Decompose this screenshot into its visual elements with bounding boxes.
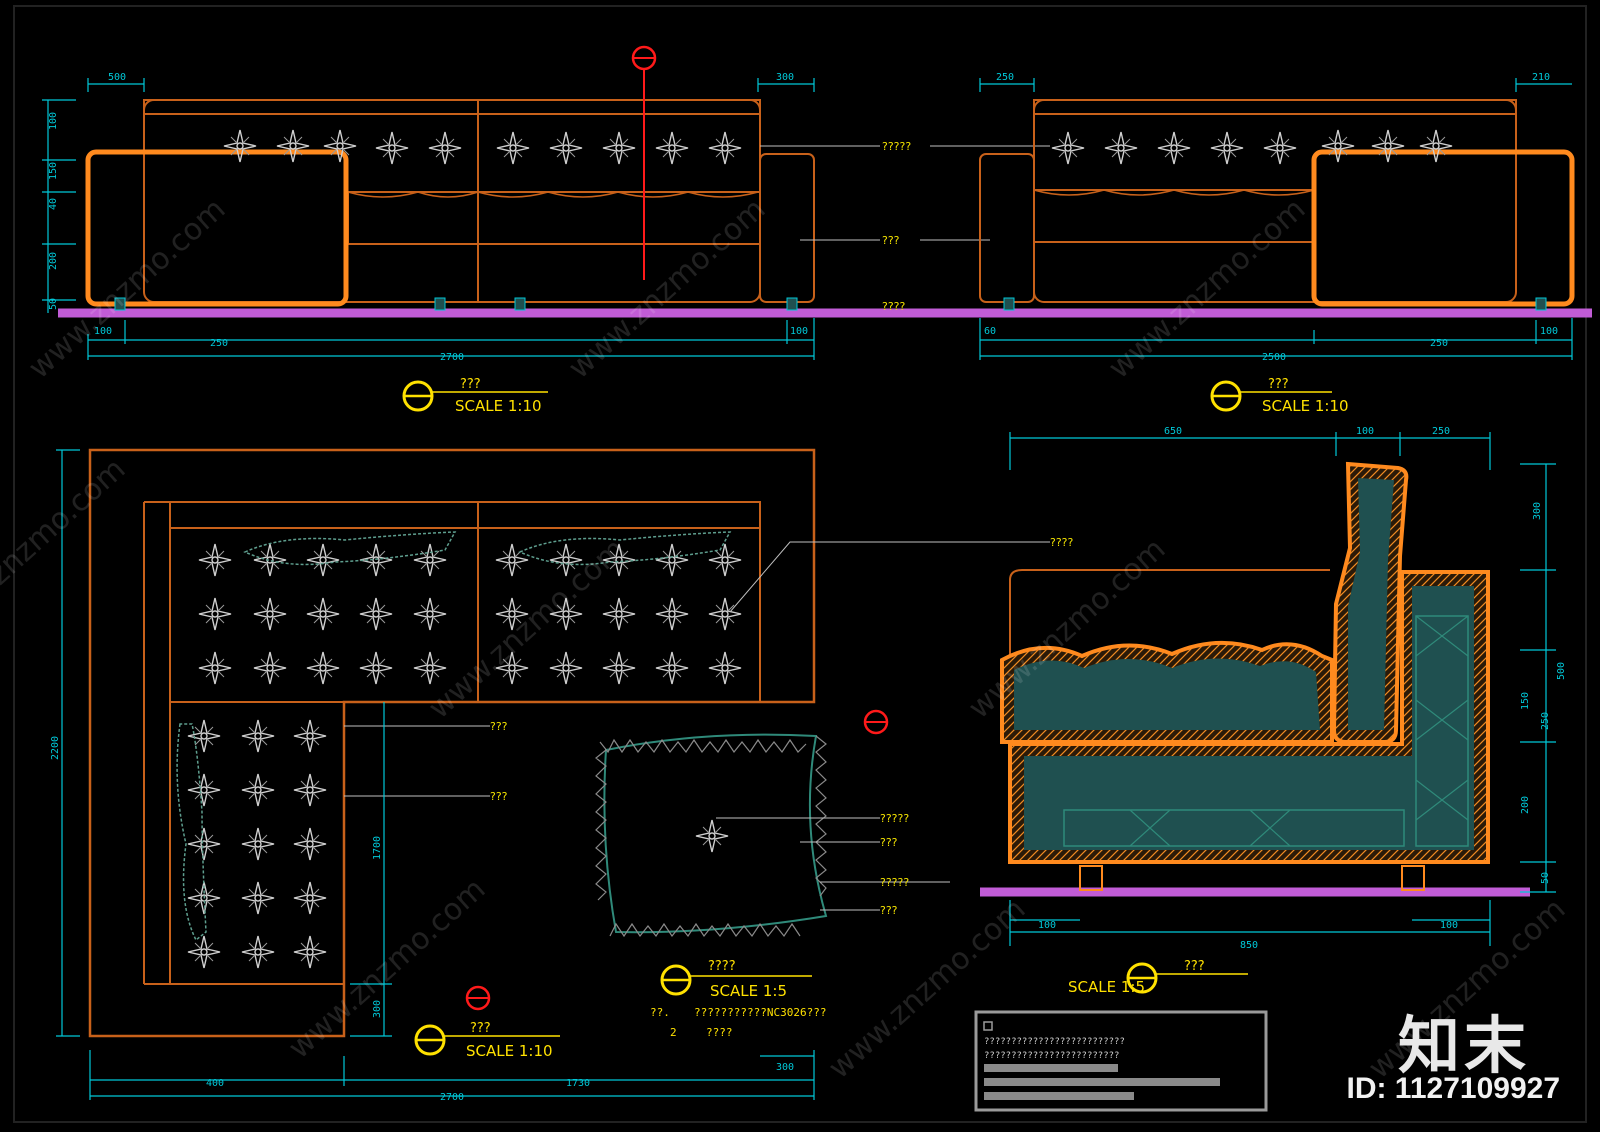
cushion-note: ???? [706, 1026, 733, 1039]
front-left-elevation: 500 300 100 150 40 200 50 100 250 100 27… [42, 45, 1592, 415]
view-title: ??? [1268, 377, 1289, 392]
dim-label: 2200 [50, 736, 61, 760]
view-title-plan: ??? SCALE 1:10 [414, 1021, 560, 1060]
front-right-elevation: 250 210 60 250 100 2500 ??? SCALE 1:10 [979, 72, 1575, 415]
watermark-id: ID: 1127109927 [1346, 1072, 1560, 1105]
dim-label: 250 [1432, 426, 1450, 437]
dim-label: 100 [1440, 920, 1458, 931]
view-scale: SCALE 1:5 [1068, 978, 1145, 996]
dim-label: 650 [1164, 426, 1182, 437]
dim-label: 250 [996, 72, 1014, 83]
view-scale: SCALE 1:10 [455, 397, 542, 415]
watermark-text: www.znzmo.com [0, 452, 132, 646]
dim-label: 100 [1038, 920, 1056, 931]
dim-total: 2500 [1262, 352, 1286, 363]
callout-label: ??? [490, 720, 508, 733]
tufting-row [1051, 129, 1453, 165]
callout-label: ????? [880, 876, 909, 889]
view-scale: SCALE 1:10 [466, 1042, 553, 1060]
sofa-leg [1079, 865, 1103, 891]
view-title: ??? [470, 1021, 491, 1036]
dim-label: 300 [776, 1062, 794, 1073]
watermark-logo: 知末 [1397, 1009, 1530, 1082]
view-title: ??? [1184, 959, 1205, 974]
dim-label: 1730 [566, 1078, 590, 1089]
dim-label: 100 [790, 326, 808, 337]
cushion-note: 2 [670, 1026, 677, 1039]
dim-label: 100 [1356, 426, 1374, 437]
callout-label: ????? [880, 812, 909, 825]
dim-label: 100 [48, 112, 59, 130]
dim-label: 250 [1540, 712, 1551, 730]
watermark-text: www.znzmo.com [22, 192, 232, 386]
dim-label: 400 [206, 1078, 224, 1089]
view-title: ???? [708, 959, 736, 974]
sheet-border [13, 5, 1587, 1123]
watermark-text: www.znzmo.com [562, 192, 772, 386]
dim-total: 2700 [440, 352, 464, 363]
tufting-row [223, 129, 742, 165]
view-title: ??? [460, 377, 481, 392]
title-block: ?????????????????????????? ?????????????… [974, 1010, 1268, 1112]
title-block-row: ?????????????????????????? [984, 1037, 1125, 1047]
sofa-arm-left [85, 149, 349, 307]
pillow [518, 531, 732, 566]
title-block-row: ????????????????????????? [984, 1051, 1119, 1061]
plan-view: ???? ??? ??? 2200 1700 300 400 1730 300 … [50, 448, 1074, 1103]
view-title-front-left: ??? SCALE 1:10 [402, 377, 548, 415]
dim-label: 100 [1540, 326, 1558, 337]
dim-label: 50 [48, 298, 59, 310]
callout-label: ???? [1050, 536, 1074, 549]
callout-label: ???? [882, 300, 906, 313]
dim-label: 50 [1540, 872, 1551, 884]
pillow [243, 531, 457, 566]
callout-label: ??? [880, 836, 898, 849]
dim-label: 200 [1520, 796, 1531, 814]
dim-label: 250 [1430, 338, 1448, 349]
dim-label: 210 [1532, 72, 1550, 83]
dim-label: 300 [776, 72, 794, 83]
cushion-detail: ????? ??? ????? ??? ???? SCALE 1:5 ??. ?… [595, 709, 950, 1039]
view-scale: SCALE 1:10 [1262, 397, 1349, 415]
dim-label: 200 [48, 252, 59, 270]
callout-label: ??? [880, 904, 898, 917]
dim-total: 2700 [440, 1092, 464, 1103]
cushion-note: ??. [650, 1006, 670, 1019]
dim-label: 60 [984, 326, 996, 337]
dim-label: 300 [372, 1000, 383, 1018]
dim-label: 500 [1556, 662, 1567, 680]
sofa-leg [1401, 865, 1425, 891]
dim-label: 300 [1532, 502, 1543, 520]
pillow [176, 723, 207, 942]
view-title-section: SCALE 1:5 ??? [1068, 959, 1248, 996]
cushion-outline [603, 733, 828, 934]
plan-outline [88, 448, 816, 1038]
callout-label: ??? [490, 790, 508, 803]
plan-seat [169, 527, 761, 703]
view-title-cushion: ???? SCALE 1:5 ??. ???????????NC3026??? … [650, 959, 826, 1039]
sofa-arm-right [1311, 149, 1575, 307]
view-scale: SCALE 1:5 [710, 982, 787, 1000]
dim-label: 100 [94, 326, 112, 337]
sofa-back-outline [1033, 99, 1517, 303]
plan-chaise [169, 701, 345, 985]
callout-label: ????? [882, 140, 911, 153]
view-title-front-right: ??? SCALE 1:10 [1210, 377, 1349, 415]
dim-label: 150 [48, 162, 59, 180]
dim-label: 1700 [372, 836, 383, 860]
dim-label: 250 [210, 338, 228, 349]
cushion-note: ???????????NC3026??? [694, 1006, 826, 1019]
dim-label: 40 [48, 198, 59, 210]
side-section: 650 100 250 300 500 150 250 200 50 100 1… [980, 426, 1567, 996]
dim-total: 850 [1240, 940, 1258, 951]
dim-label: 150 [1520, 692, 1531, 710]
callout-label: ??? [882, 234, 900, 247]
dim-label: 500 [108, 72, 126, 83]
